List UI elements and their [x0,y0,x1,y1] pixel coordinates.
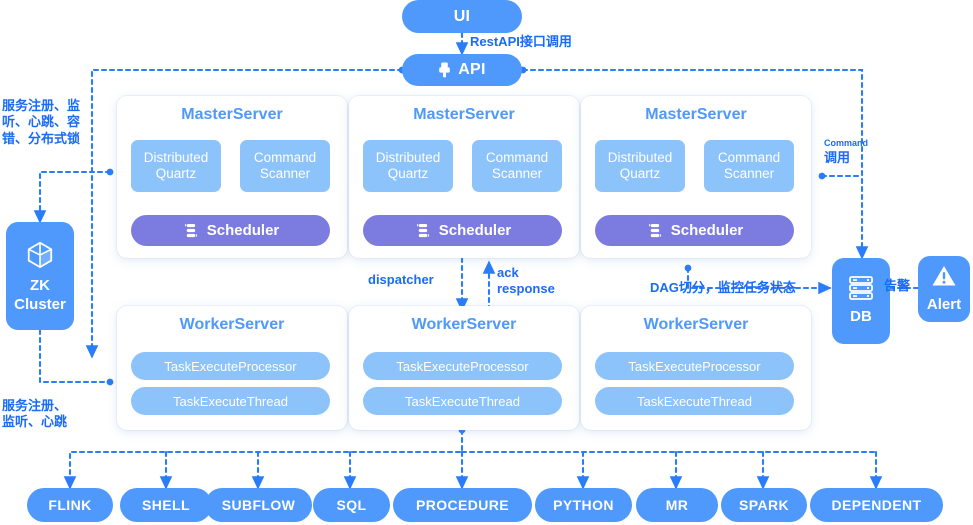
command-scanner-line1: Command [253,149,317,165]
task-execute-processor-pill[interactable]: TaskExecuteProcessor [131,352,330,380]
zk-note-bottom: 服务注册、 监听、心跳 [2,398,88,431]
command-call-label-cn: 调用 [824,150,851,165]
ui-label: UI [453,7,471,25]
ack-label-line1: ack [497,265,519,280]
task-execute-processor-pill[interactable]: TaskExecuteProcessor [595,352,794,380]
scheduler-label: Scheduler [670,222,744,239]
worker-server-title: WorkerServer [643,316,749,333]
zk-note-bottom-line2: 监听、心跳 [2,414,68,430]
ui-node[interactable]: UI [402,0,522,33]
plug-icon [438,62,451,78]
layers-icon [414,223,431,238]
scheduler-pill[interactable]: Scheduler [363,215,562,246]
task-execute-thread-pill[interactable]: TaskExecuteThread [363,387,562,415]
scheduler-label: Scheduler [206,222,280,239]
scheduler-pill[interactable]: Scheduler [131,215,330,246]
master-server-title: MasterServer [413,106,515,123]
layers-icon [182,223,199,238]
zk-note-top-line3: 错、分布式锁 [2,130,81,146]
scheduler-pill[interactable]: Scheduler [595,215,794,246]
distributed-quartz-line1: Distributed [143,149,209,165]
zk-label-line1: ZK [30,276,50,294]
zk-note-bottom-line1: 服务注册、 [2,398,68,413]
api-label: API [458,61,486,78]
db-node[interactable]: DB [832,258,890,344]
distributed-quartz-line2: Quartz [387,166,429,181]
ack-response-label: ack response [497,265,567,298]
master-server-title: MasterServer [645,106,747,123]
warning-icon [931,264,957,288]
cube-icon [25,239,55,269]
task-execute-thread-pill[interactable]: TaskExecuteThread [131,387,330,415]
worker-server-card: WorkerServer TaskExecuteProcessor TaskEx… [117,306,347,430]
command-scanner-line2: Scanner [259,166,311,181]
zk-note-top: 服务注册、监 听、心跳、容 错、分布式锁 [2,98,88,147]
worker-server-card: WorkerServer TaskExecuteProcessor TaskEx… [581,306,811,430]
task-tag-mr[interactable]: MR [636,488,718,522]
distributed-quartz-box[interactable]: Distributed Quartz [131,140,221,192]
ack-label-line2: response [497,281,555,297]
distributed-quartz-line1: Distributed [607,149,673,165]
zk-note-top-line1: 服务注册、监 [2,98,81,113]
task-tag-dependent[interactable]: DEPENDENT [810,488,943,522]
worker-server-title: WorkerServer [179,316,285,333]
task-tag-procedure[interactable]: PROCEDURE [393,488,532,522]
distributed-quartz-box[interactable]: Distributed Quartz [363,140,453,192]
task-tag-flink[interactable]: FLINK [27,488,113,522]
database-icon [848,276,874,301]
task-execute-thread-pill[interactable]: TaskExecuteThread [595,387,794,415]
dag-monitor-label: DAG切分，监控任务状态 [650,280,796,295]
worker-server-card: WorkerServer TaskExecuteProcessor TaskEx… [349,306,579,430]
task-tag-shell[interactable]: SHELL [120,488,212,522]
dispatcher-label: dispatcher [368,272,434,287]
worker-server-title: WorkerServer [411,316,517,333]
master-server-card: MasterServer Distributed Quartz Command … [117,96,347,258]
alert-node[interactable]: Alert [918,256,970,322]
db-label: DB [850,308,872,326]
layers-icon [646,223,663,238]
master-server-card: MasterServer Distributed Quartz Command … [581,96,811,258]
zk-cluster-node[interactable]: ZK Cluster [6,222,74,330]
command-scanner-line1: Command [485,149,549,165]
master-server-title: MasterServer [181,106,283,123]
zk-note-top-line2: 听、心跳、容 [2,114,81,130]
alert-label: Alert [926,296,962,314]
command-scanner-box[interactable]: Command Scanner [472,140,562,192]
task-execute-processor-pill[interactable]: TaskExecuteProcessor [363,352,562,380]
task-tag-sql[interactable]: SQL [313,488,390,522]
command-scanner-line2: Scanner [723,166,775,181]
command-scanner-line1: Command [717,149,781,165]
command-call-label-en: Command [824,138,869,148]
master-server-card: MasterServer Distributed Quartz Command … [349,96,579,258]
distributed-quartz-line2: Quartz [619,166,661,181]
api-node[interactable]: API [402,54,522,86]
task-tag-subflow[interactable]: SUBFLOW [205,488,312,522]
distributed-quartz-line2: Quartz [155,166,197,181]
command-scanner-line2: Scanner [491,166,543,181]
restapi-call-label: RestAPI接口调用 [470,34,572,49]
distributed-quartz-line1: Distributed [375,149,441,165]
scheduler-label: Scheduler [438,222,512,239]
task-tag-python[interactable]: PYTHON [535,488,632,522]
alert-edge-label: 告警 [884,278,911,293]
task-tag-spark[interactable]: SPARK [721,488,807,522]
distributed-quartz-box[interactable]: Distributed Quartz [595,140,685,192]
zk-label-line2: Cluster [14,296,66,313]
command-scanner-box[interactable]: Command Scanner [704,140,794,192]
command-scanner-box[interactable]: Command Scanner [240,140,330,192]
